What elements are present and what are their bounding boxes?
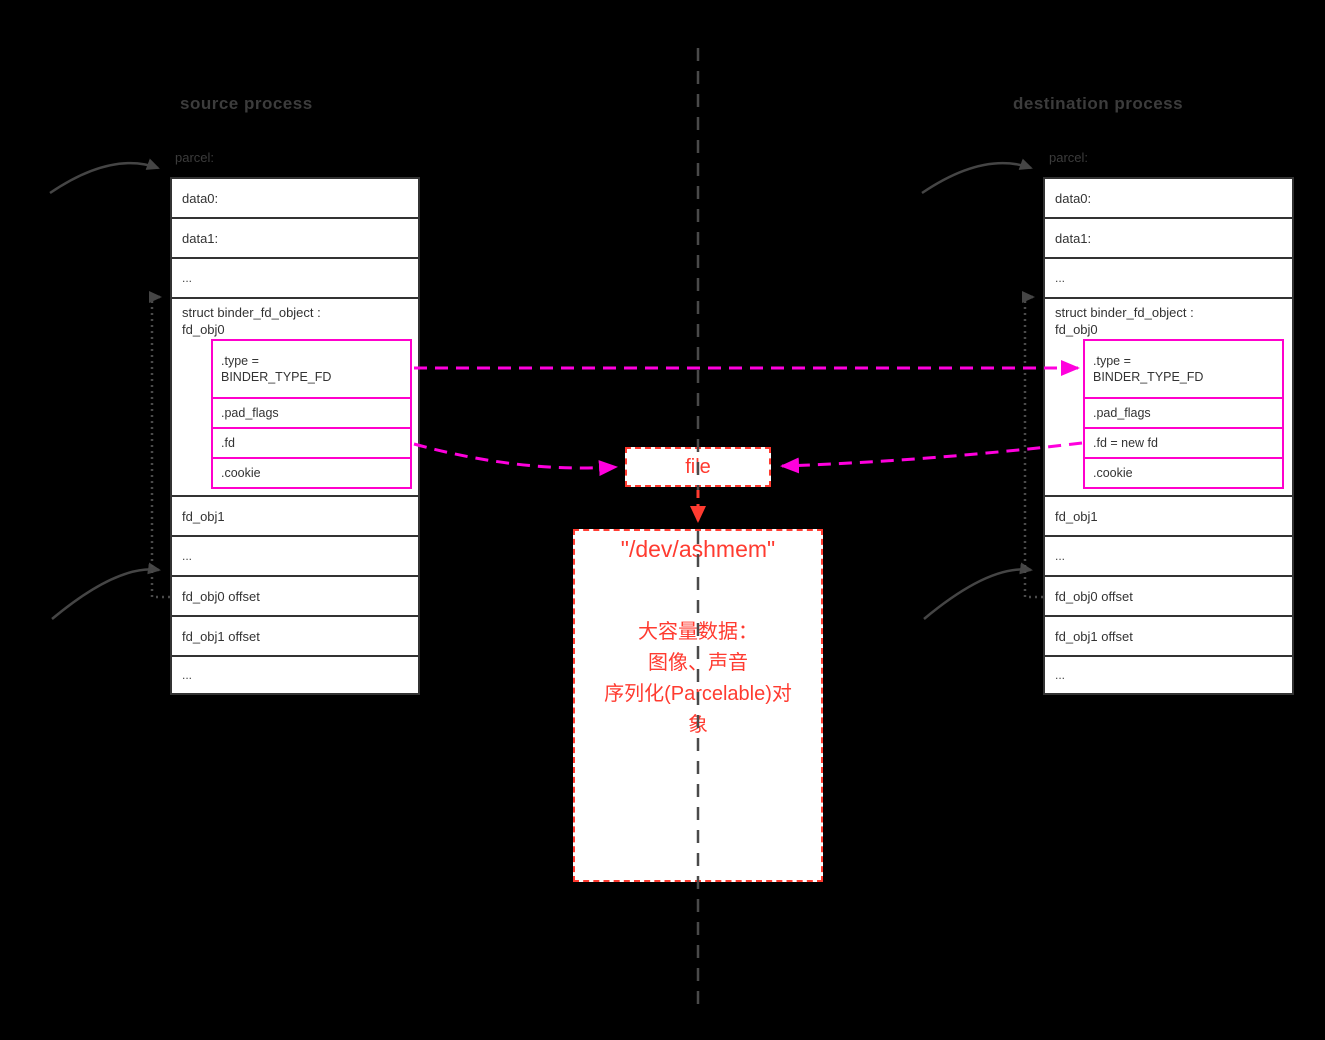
source-process-title: source process (180, 94, 313, 113)
source-fd-type-line1: .type = (221, 354, 259, 368)
source-fd-object-box: .type = BINDER_TYPE_FD .pad_flags .fd .c… (211, 339, 412, 489)
dest-row-ellipsis-3: ... (1055, 668, 1066, 682)
ashmem-description-line2: 图像、声音 (648, 652, 748, 674)
source-fd-row-type: .type = BINDER_TYPE_FD (213, 341, 410, 399)
ashmem-node: "/dev/ashmem" 大容量数据： 图像、声音 序列化(Parcelabl… (573, 529, 823, 882)
dest-row-fd-obj0-offset: fd_obj0 offset (1045, 577, 1292, 617)
dest-struct-title-line2: fd_obj0 (1055, 322, 1098, 337)
source-fd-to-file-arrow (413, 442, 618, 477)
source-row-data1: data1: (172, 219, 418, 259)
source-struct-title-line2: fd_obj0 (182, 322, 225, 337)
source-offset-to-object-connector (149, 291, 170, 599)
dest-row-ellipsis-1: ... (1045, 259, 1292, 299)
dest-fd-type-line1: .type = (1093, 354, 1131, 368)
destination-process-title: destination process (1013, 94, 1184, 113)
source-parcel-pointer-arrow (49, 158, 160, 195)
source-row-ellipsis-3: ... (182, 668, 193, 682)
ashmem-description-line4: 象 (688, 714, 708, 736)
source-fd-row-fd: .fd (213, 429, 410, 459)
dest-fd-row-pad-flags: .pad_flags (1085, 399, 1282, 429)
dest-fd-row-type: .type = BINDER_TYPE_FD (1085, 341, 1282, 399)
dest-row-struct-fd-obj0: struct binder_fd_object : fd_obj0 .type … (1045, 299, 1292, 497)
source-row-fd-obj1: fd_obj1 (172, 497, 418, 537)
source-fd-row-pad-flags: .pad_flags (213, 399, 410, 429)
dest-row-fd-obj1-offset: fd_obj1 offset (1045, 617, 1292, 657)
ashmem-description-line3: 序列化(Parcelable)对 (604, 683, 792, 705)
file-node: file (625, 447, 771, 487)
ashmem-description: 大容量数据： 图像、声音 序列化(Parcelable)对 象 (575, 617, 821, 741)
dest-struct-title-line1: struct binder_fd_object : (1055, 305, 1194, 320)
dest-fd-type-line2: BINDER_TYPE_FD (1093, 370, 1204, 384)
ashmem-title: "/dev/ashmem" (620, 536, 776, 562)
ashmem-description-line1: 大容量数据： (638, 621, 758, 643)
source-row-data0: data0: (172, 179, 418, 219)
dest-row-fd-obj1: fd_obj1 (1045, 497, 1292, 537)
source-struct-title-line1: struct binder_fd_object : (182, 305, 321, 320)
dest-fd-row-fd: .fd = new fd (1085, 429, 1282, 459)
source-row-ellipsis-1: ... (172, 259, 418, 299)
dest-row-data0: data0: (1045, 179, 1292, 219)
source-parcel-box: data0: data1: ... struct binder_fd_objec… (170, 177, 420, 695)
dest-offset-to-object-connector (1022, 291, 1043, 599)
source-parcel-label: parcel: (175, 150, 215, 165)
source-fd-row-cookie: .cookie (221, 465, 261, 480)
dest-row-ellipsis-2: ... (1045, 537, 1292, 577)
source-row-fd-obj1-offset: fd_obj1 offset (172, 617, 418, 657)
dest-offset-pointer-arrow (923, 562, 1033, 620)
source-row-fd-obj0-offset: fd_obj0 offset (172, 577, 418, 617)
dest-row-data1: data1: (1045, 219, 1292, 259)
destination-parcel-box: data0: data1: ... struct binder_fd_objec… (1043, 177, 1294, 695)
source-row-struct-fd-obj0: struct binder_fd_object : fd_obj0 .type … (172, 299, 418, 497)
destination-parcel-label: parcel: (1049, 150, 1089, 165)
source-fd-type-line2: BINDER_TYPE_FD (221, 370, 332, 384)
file-node-label: file (685, 455, 711, 478)
dest-fd-object-box: .type = BINDER_TYPE_FD .pad_flags .fd = … (1083, 339, 1284, 489)
source-offset-pointer-arrow (51, 562, 161, 620)
source-row-ellipsis-2: ... (172, 537, 418, 577)
dest-fd-to-file-arrow (780, 441, 1083, 474)
dest-fd-row-cookie: .cookie (1093, 465, 1133, 480)
dest-parcel-pointer-arrow (921, 158, 1033, 195)
